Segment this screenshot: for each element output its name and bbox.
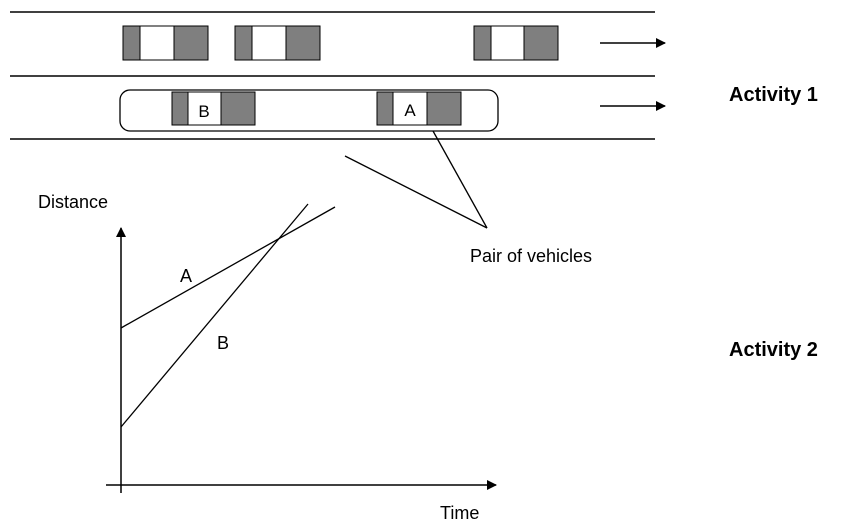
- callout-line-vehicle-a: [432, 130, 488, 229]
- y-axis-label: Distance: [38, 192, 108, 212]
- vehicle-a: [376, 91, 462, 126]
- vehicle-a-label: A: [404, 101, 416, 120]
- vehicle-b-label: B: [198, 102, 209, 121]
- distance-time-graph: Distance Time A B: [38, 192, 497, 523]
- vehicle-b: [171, 91, 256, 126]
- vehicle-pair-enclosure: [119, 89, 499, 132]
- line-a: [120, 206, 336, 329]
- vehicle-lane1-2: [234, 25, 321, 61]
- vehicle-lane1-3: [473, 25, 559, 61]
- line-a-label: A: [180, 266, 192, 286]
- line-b: [120, 203, 309, 428]
- activity-1-label: Activity 1: [729, 84, 818, 106]
- pair-of-vehicles-label: Pair of vehicles: [470, 246, 592, 266]
- x-axis-label: Time: [440, 503, 479, 523]
- line-b-label: B: [217, 333, 229, 353]
- vehicle-lane1-1: [122, 25, 209, 61]
- callout-line-pair: [344, 155, 488, 229]
- activity-2-label: Activity 2: [729, 339, 818, 361]
- road: B A: [10, 11, 666, 140]
